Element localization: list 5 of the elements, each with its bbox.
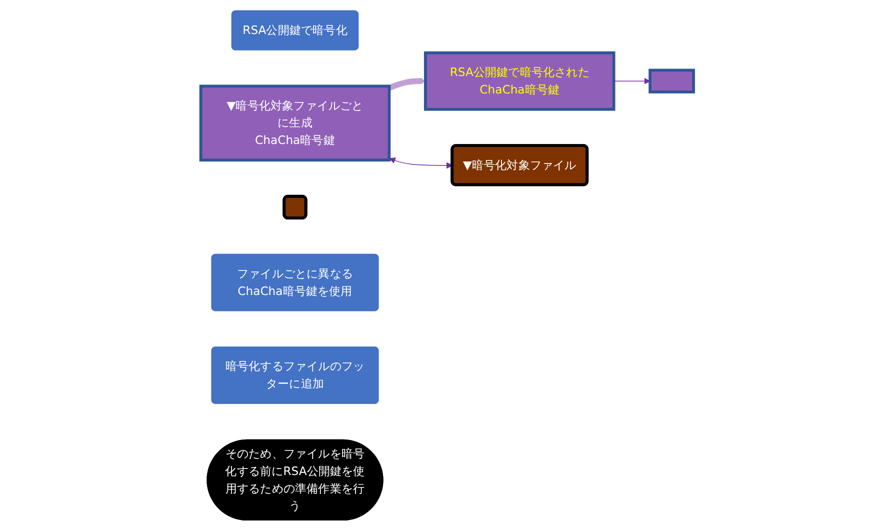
arrow bbox=[614, 78, 651, 84]
arrow bbox=[388, 78, 426, 91]
node-box: RSA公開鍵で暗号化されたChaCha暗号鍵 bbox=[424, 51, 616, 111]
node-box: ▼暗号化対象ファイルごとに生成 ChaCha暗号鍵 bbox=[200, 84, 391, 162]
node-bar bbox=[648, 68, 696, 94]
